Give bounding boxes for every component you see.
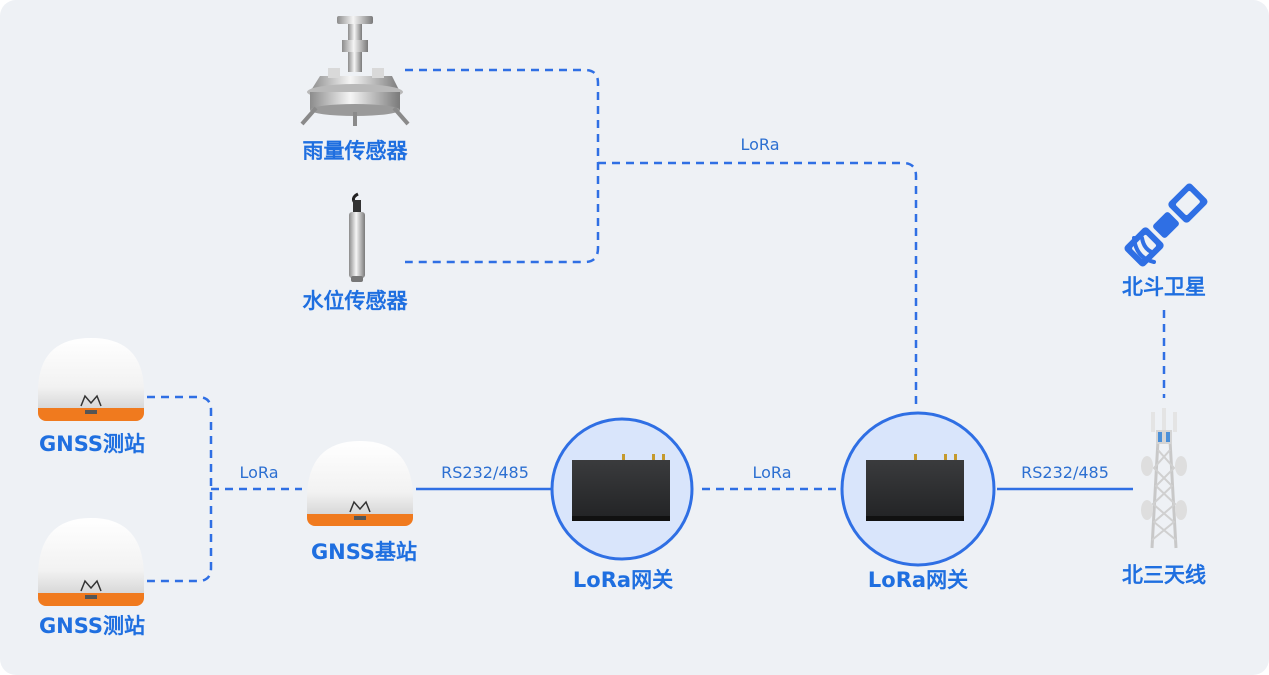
link-label-stations: LoRa (240, 463, 279, 482)
gnss-dome-icon (38, 338, 144, 421)
lora-gateway-1-node (550, 417, 694, 561)
rain-gauge-icon (300, 16, 410, 126)
gnss-station-1-label: GNSS测站 (39, 432, 145, 456)
water-sensor-label: 水位传感器 (303, 289, 409, 313)
rain-sensor-label: 雨量传感器 (303, 139, 409, 163)
connection-lines (147, 68, 1166, 583)
lora-gateway-1-label: LoRa网关 (573, 568, 673, 592)
gnss-base-label: GNSS基站 (311, 540, 417, 564)
gateway-device-icon (572, 454, 670, 521)
link-label-gateway2-antenna: RS232/485 (1021, 463, 1109, 482)
gnss-dome-icon (38, 518, 144, 606)
link-label-gateways: LoRa (753, 463, 792, 482)
beisan-antenna-label: 北三天线 (1122, 563, 1206, 587)
gateway-device-icon (866, 454, 964, 521)
link-label-base-gateway1: RS232/485 (441, 463, 529, 482)
lora-gateway-2-node (840, 411, 996, 567)
antenna-tower-icon (1141, 408, 1187, 549)
beidou-satellite-label: 北斗卫星 (1122, 275, 1206, 299)
link-stations-bracket (147, 395, 213, 583)
satellite-icon (1124, 183, 1208, 267)
link-label-sensors: LoRa (741, 135, 780, 154)
link-rain-to-trunk (405, 68, 600, 264)
gnss-station-2-label: GNSS测站 (39, 614, 145, 638)
gnss-dome-icon (307, 441, 413, 526)
water-level-sensor-icon (349, 192, 365, 282)
lora-gateway-2-label: LoRa网关 (868, 568, 968, 592)
link-trunk-to-gateway2 (598, 161, 918, 408)
